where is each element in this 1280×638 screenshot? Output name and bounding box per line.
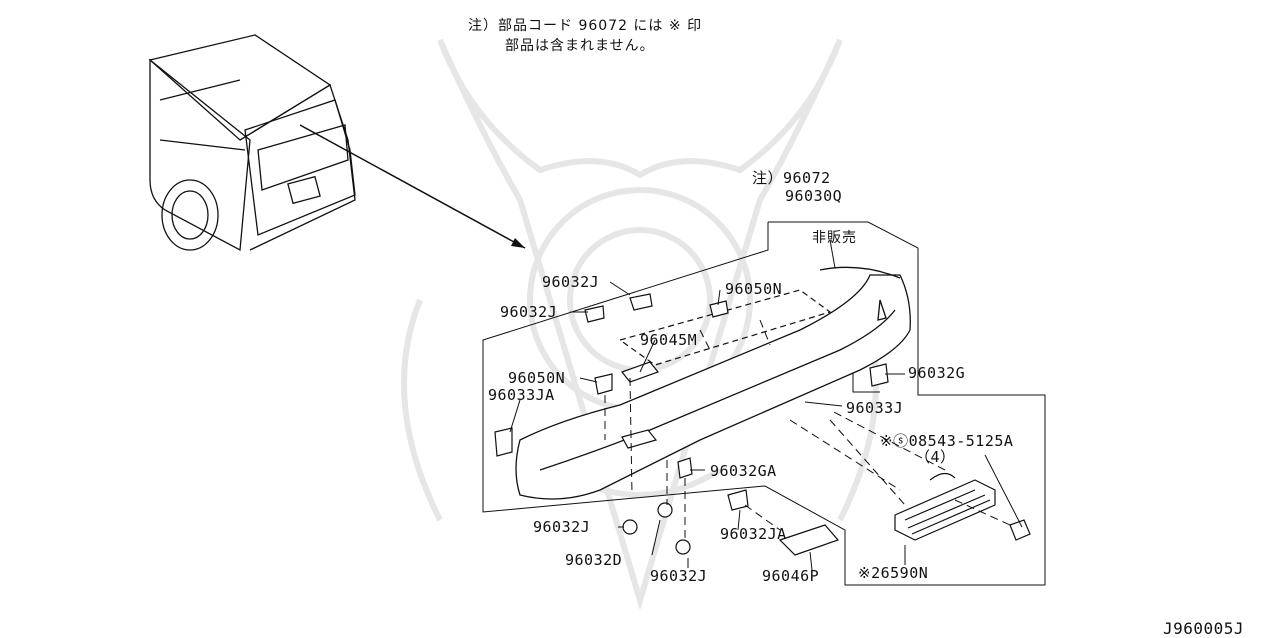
inner-panel xyxy=(618,289,832,449)
label-96032D: 96032D xyxy=(565,551,623,569)
label-96033JA: 96033JA xyxy=(488,386,555,404)
label-96032J-left: 96032J xyxy=(500,303,558,321)
label-96045M: 96045M xyxy=(640,331,698,349)
label-08543-5125A: ※ⓢ08543-5125A xyxy=(880,432,1014,450)
leader-lines xyxy=(509,239,1023,571)
label-not-for-sale: 非販売 xyxy=(812,230,857,246)
label-96030Q: 96030Q xyxy=(785,187,843,205)
label-96032J-bottom: 96032J xyxy=(650,567,708,585)
parts-note-line2: 部品は含まれません。 xyxy=(505,38,655,54)
label-96050N-lower: 96050N xyxy=(508,369,566,387)
arrowhead xyxy=(511,238,525,248)
label-96050N-upper: 96050N xyxy=(725,280,783,298)
high-mount-stop-lamp xyxy=(894,472,1031,541)
label-96072-note: 注）96072 xyxy=(752,169,831,187)
label-96032G: 96032G xyxy=(908,364,966,382)
vehicle-rear-view xyxy=(148,34,356,252)
rear-spoiler xyxy=(515,266,911,500)
label-96032J-upper: 96032J xyxy=(542,273,600,291)
pointer-arrow xyxy=(299,124,526,249)
sub-bracket xyxy=(852,370,880,393)
label-96032GA: 96032GA xyxy=(710,462,777,480)
label-26590N: ※26590N xyxy=(858,564,929,582)
assembly-lines xyxy=(604,319,1011,542)
assembly-bracket xyxy=(482,221,1046,586)
label-96046P: 96046P xyxy=(762,567,820,585)
clips xyxy=(494,293,889,556)
label-quantity-4: （4） xyxy=(915,448,956,466)
label-96032J-bottom-left: 96032J xyxy=(533,518,591,536)
label-96032JA: 96032JA xyxy=(720,525,787,543)
label-96033J: 96033J xyxy=(846,399,904,417)
figure-code: J960005J xyxy=(1163,619,1245,638)
parts-note-line1: 注）部品コード 96072 には ※ 印 xyxy=(468,18,703,34)
